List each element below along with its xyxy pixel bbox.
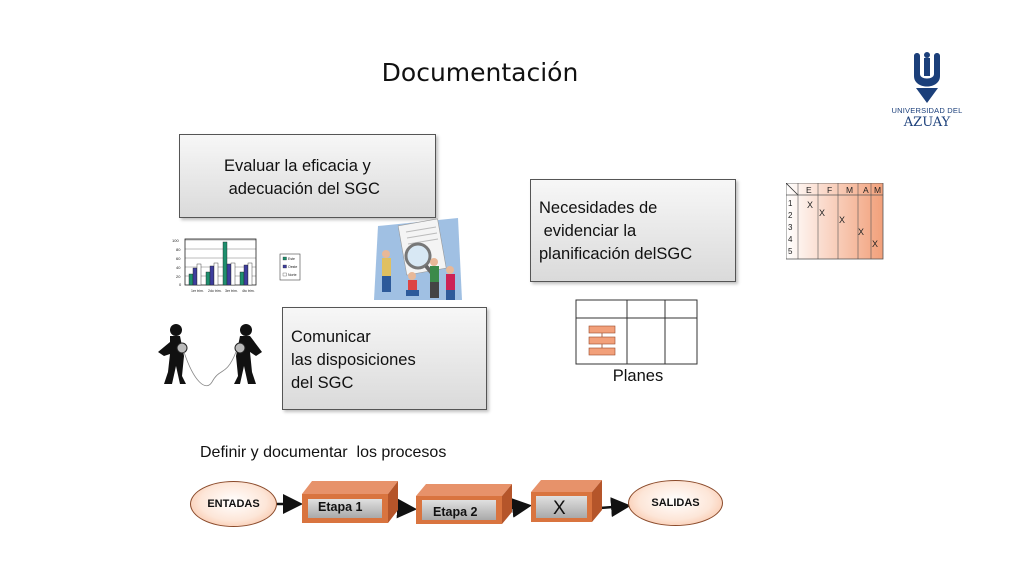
team-magnifier-clipart (374, 218, 462, 300)
ytick-label: 60 (176, 256, 181, 261)
logo-text-line2: AZUAY (903, 115, 951, 130)
comunicar-line2: las disposiciones (291, 351, 416, 369)
evaluar-box: Evaluar la eficacia y adecuación del SGC (179, 134, 436, 218)
legend-label: Este (288, 257, 295, 261)
row-label: 2 (788, 211, 793, 220)
category-label: 2do trim. (208, 289, 222, 293)
necesidades-line1: Necesidades de (539, 199, 658, 217)
university-crest-icon (914, 52, 940, 103)
university-logo: UNIVERSIDAD DEL AZUAY (886, 50, 968, 134)
process-flow-diagram (277, 480, 631, 524)
month-label: M (846, 185, 853, 195)
comunicar-box: Comunicar las disposiciones del SGC (282, 307, 487, 410)
category-label: 3er trim. (225, 289, 238, 293)
entradas-label: ENTADAS (207, 498, 260, 510)
process-section-label: Definir y documentar los procesos (200, 444, 447, 461)
flow-arrow (510, 497, 532, 518)
ytick-label: 80 (176, 247, 181, 252)
schedule-mark: X (807, 200, 813, 210)
category-label: 1er trim. (191, 289, 204, 293)
schedule-mark: X (858, 227, 864, 237)
planes-label: Planes (612, 367, 664, 385)
evaluar-line2: adecuación del SGC (224, 180, 380, 198)
communicating-people-clipart (158, 324, 262, 387)
necesidades-line2: evidenciar la (539, 222, 637, 240)
row-label: 3 (788, 223, 793, 232)
planes-table-icon (575, 299, 698, 365)
stage-2-label: Etapa 2 (433, 505, 478, 519)
legend-label: Norte (288, 273, 297, 277)
slide-title: Documentación (381, 58, 579, 87)
row-label: 5 (788, 247, 793, 256)
necesidades-line3: planificación delSGC (539, 245, 693, 263)
schedule-mark: X (839, 215, 845, 225)
comunicar-line1: Comunicar (291, 328, 371, 346)
category-label: 4to trim. (242, 289, 255, 293)
flow-arrow (599, 497, 631, 518)
entradas-oval: ENTADAS (190, 481, 277, 527)
stage-1-label: Etapa 1 (318, 500, 363, 514)
stage-x-block (531, 480, 602, 522)
evaluar-line1: Evaluar la eficacia y (224, 157, 371, 175)
month-label: M (874, 185, 881, 195)
ytick-label: 0 (179, 282, 182, 287)
ytick-label: 40 (176, 265, 181, 270)
schedule-mark: X (819, 208, 825, 218)
stage-1-block (302, 481, 398, 523)
row-label: 4 (788, 235, 793, 244)
stage-2-block (416, 484, 512, 524)
stage-x-label: X (553, 498, 566, 519)
schedule-grid: E F M A M 1 2 3 4 5 X X X X X (786, 183, 884, 260)
row-label: 1 (788, 199, 793, 208)
month-label: A (863, 185, 869, 195)
bar-chart-clipart: 100 80 60 40 20 0 1er trim. 2do trim. 3e… (172, 238, 301, 293)
ytick-label: 20 (176, 274, 181, 279)
schedule-mark: X (872, 239, 878, 249)
logo-text-line1: UNIVERSIDAD DEL (891, 106, 963, 115)
salidas-oval: SALIDAS (628, 480, 723, 526)
comunicar-line3: del SGC (291, 374, 354, 392)
ytick-label: 100 (172, 238, 179, 243)
salidas-label: SALIDAS (651, 497, 700, 509)
month-label: F (827, 185, 832, 195)
month-label: E (806, 185, 812, 195)
necesidades-box: Necesidades de evidenciar la planificaci… (530, 179, 736, 282)
legend-label: Oeste (288, 265, 297, 269)
